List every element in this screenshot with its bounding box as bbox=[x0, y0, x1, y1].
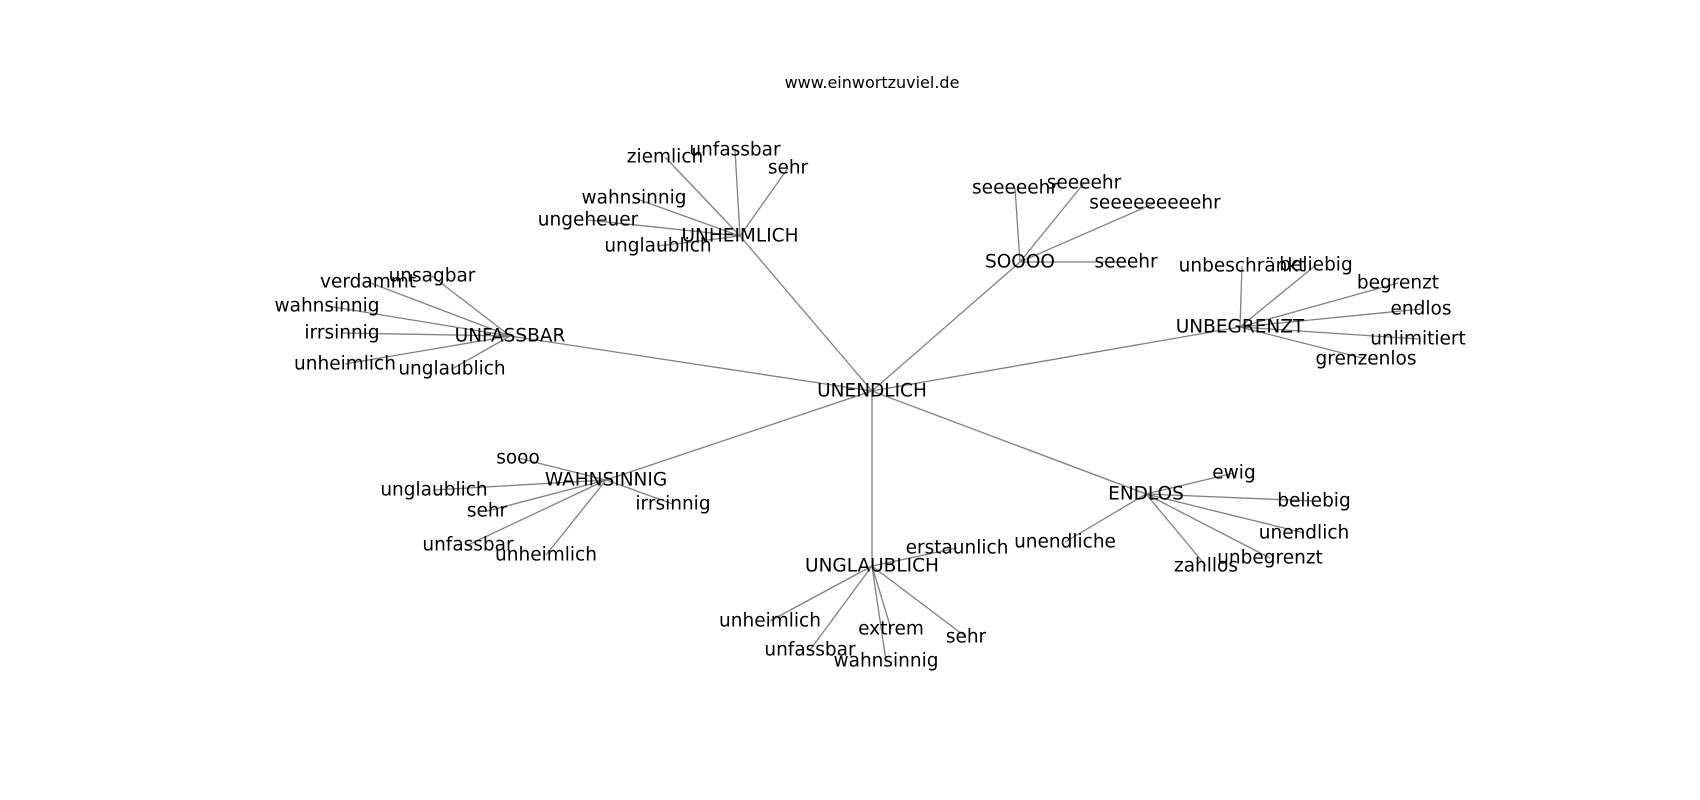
node-leaf-endlos-beliebig: beliebig bbox=[1277, 491, 1350, 512]
edge-center-soooo bbox=[871, 261, 1021, 392]
edge-soooo-seeeeeeeeehr bbox=[1019, 202, 1156, 263]
edge-wahnsinnig-sehr bbox=[486, 479, 607, 512]
edge-wahnsinnig-irrsinnig bbox=[605, 479, 674, 505]
node-leaf-unglaublich-extrem: extrem bbox=[858, 619, 924, 640]
edge-unfassbar-unglaublich bbox=[451, 335, 511, 370]
node-center-unendlich: UNENDLICH bbox=[817, 381, 927, 402]
edge-unfassbar-irrsinnig bbox=[341, 332, 511, 337]
edge-unheimlich-wahnsinnig bbox=[633, 197, 741, 237]
node-leaf-unbegrenzt-grenzenlos: grenzenlos bbox=[1316, 349, 1417, 370]
node-leaf-unfassbar-unglaublich: unglaublich bbox=[398, 359, 505, 380]
edge-unfassbar-verdammt bbox=[367, 281, 511, 337]
edge-unheimlich-unfassbar bbox=[734, 149, 741, 237]
node-leaf-unheimlich-ungeheuer: ungeheuer bbox=[538, 210, 639, 231]
watermark-text: www.einwortzuviel.de bbox=[785, 73, 960, 92]
node-leaf-unglaublich-erstaunlich: erstaunlich bbox=[906, 538, 1009, 559]
edge-unbegrenzt-begrenzt bbox=[1239, 282, 1399, 328]
edge-unfassbar-wahnsinnig bbox=[326, 305, 511, 337]
edge-endlos-ewig bbox=[1145, 472, 1235, 495]
edge-unheimlich-sehr bbox=[739, 167, 789, 237]
node-leaf-unbegrenzt-beliebig: beliebig bbox=[1279, 255, 1352, 276]
node-leaf-unfassbar-wahnsinnig: wahnsinnig bbox=[274, 296, 379, 317]
node-hub-unglaublich: UNGLAUBLICH bbox=[805, 556, 939, 577]
node-leaf-unglaublich-unheimlich: unheimlich bbox=[719, 611, 821, 632]
node-leaf-unglaublich-unfassbar: unfassbar bbox=[764, 640, 856, 661]
edge-center-unfassbar bbox=[509, 335, 873, 392]
node-leaf-endlos-zahllos: zahllos bbox=[1174, 556, 1238, 577]
node-leaf-unfassbar-unheimlich: unheimlich bbox=[294, 354, 396, 375]
node-leaf-unglaublich-sehr: sehr bbox=[946, 627, 987, 648]
node-leaf-endlos-unendliche: unendliche bbox=[1014, 532, 1116, 553]
node-leaf-unheimlich-ziemlich: ziemlich bbox=[627, 147, 703, 168]
node-hub-soooo: SOOOO bbox=[985, 252, 1055, 273]
node-leaf-endlos-unendlich: unendlich bbox=[1259, 523, 1349, 544]
edge-unbegrenzt-endlos bbox=[1239, 308, 1422, 328]
node-leaf-endlos-ewig: ewig bbox=[1212, 463, 1255, 484]
edge-center-unheimlich bbox=[739, 235, 873, 392]
node-leaf-unglaublich-wahnsinnig: wahnsinnig bbox=[833, 651, 938, 672]
edges-layer bbox=[326, 149, 1422, 662]
edge-unglaublich-wahnsinnig bbox=[871, 565, 887, 662]
edge-wahnsinnig-unglaublich bbox=[433, 479, 607, 491]
node-leaf-unfassbar-irrsinnig: irrsinnig bbox=[304, 323, 379, 344]
node-leaf-soooo-seeeeehr: seeeeehr bbox=[972, 178, 1058, 199]
edge-soooo-seeeeehr bbox=[1014, 187, 1021, 263]
edge-endlos-unendlich bbox=[1145, 493, 1305, 534]
edge-unglaublich-sehr bbox=[871, 565, 967, 638]
node-hub-endlos: ENDLOS bbox=[1108, 484, 1184, 505]
node-leaf-wahnsinnig-unfassbar: unfassbar bbox=[422, 535, 514, 556]
node-leaf-soooo-seeeehr: seeeehr bbox=[1047, 173, 1122, 194]
node-leaf-soooo-seeeeeeeeehr: seeeeeeeeehr bbox=[1089, 193, 1221, 214]
edge-endlos-unendliche bbox=[1064, 493, 1147, 543]
edge-unbegrenzt-beliebig bbox=[1239, 264, 1317, 328]
edge-unglaublich-erstaunlich bbox=[871, 547, 958, 567]
node-leaf-wahnsinnig-sehr: sehr bbox=[467, 501, 508, 522]
edge-soooo-seeeehr bbox=[1019, 182, 1085, 263]
node-leaf-unheimlich-wahnsinnig: wahnsinnig bbox=[581, 188, 686, 209]
edge-endlos-zahllos bbox=[1145, 493, 1207, 567]
labels-layer: www.einwortzuviel.de UNENDLICH UNHEIMLICH… bbox=[274, 73, 1465, 672]
edge-endlos-beliebig bbox=[1145, 493, 1315, 502]
edge-center-wahnsinnig bbox=[605, 390, 873, 481]
edge-unglaublich-extrem bbox=[871, 565, 892, 630]
node-leaf-unheimlich-unfassbar: unfassbar bbox=[689, 140, 781, 161]
edge-endlos-unbegrenzt bbox=[1145, 493, 1271, 559]
node-leaf-unfassbar-verdammt: verdammt bbox=[320, 272, 416, 293]
edge-unheimlich-ziemlich bbox=[664, 156, 741, 237]
edge-unheimlich-ungeheuer bbox=[587, 219, 741, 237]
node-hub-wahnsinnig: WAHNSINNIG bbox=[545, 470, 667, 491]
node-hub-unheimlich: UNHEIMLICH bbox=[682, 226, 799, 247]
node-leaf-unheimlich-sehr: sehr bbox=[768, 158, 809, 179]
node-leaf-wahnsinnig-irrsinnig: irrsinnig bbox=[635, 494, 710, 515]
edge-unbegrenzt-unbeschraenkt bbox=[1239, 265, 1243, 328]
edge-center-unbegrenzt bbox=[871, 326, 1241, 392]
edge-unfassbar-unheimlich bbox=[344, 335, 511, 365]
node-hub-unbegrenzt: UNBEGRENZT bbox=[1176, 317, 1305, 338]
node-leaf-unfassbar-unsagbar: unsagbar bbox=[389, 266, 476, 287]
edge-unbegrenzt-unlimitiert bbox=[1239, 326, 1419, 340]
node-leaf-wahnsinnig-unglaublich: unglaublich bbox=[380, 480, 487, 501]
edge-unfassbar-unsagbar bbox=[431, 275, 511, 337]
node-leaf-wahnsinnig-sooo: sooo bbox=[496, 448, 540, 469]
node-leaf-wahnsinnig-unheimlich: unheimlich bbox=[495, 545, 597, 566]
node-hub-unfassbar: UNFASSBAR bbox=[455, 326, 566, 347]
edge-unheimlich-unglaublich bbox=[657, 235, 741, 247]
edge-wahnsinnig-sooo bbox=[517, 457, 607, 481]
node-leaf-unheimlich-unglaublich: unglaublich bbox=[604, 236, 711, 257]
edge-unbegrenzt-grenzenlos bbox=[1239, 326, 1367, 360]
node-leaf-soooo-seeehr: seeehr bbox=[1094, 252, 1158, 273]
node-leaf-unbegrenzt-endlos: endlos bbox=[1391, 299, 1452, 320]
node-leaf-unbegrenzt-unlimitiert: unlimitiert bbox=[1370, 329, 1466, 350]
edge-wahnsinnig-unheimlich bbox=[545, 479, 607, 556]
node-leaf-unbegrenzt-unbeschraenkt: unbeschränkt bbox=[1179, 256, 1306, 277]
node-leaf-unbegrenzt-begrenzt: begrenzt bbox=[1357, 273, 1439, 294]
edge-unglaublich-unheimlich bbox=[769, 565, 873, 622]
edge-wahnsinnig-unfassbar bbox=[467, 479, 607, 546]
edge-center-endlos bbox=[871, 390, 1147, 495]
edge-unglaublich-unfassbar bbox=[809, 565, 873, 651]
node-leaf-endlos-unbegrenzt: unbegrenzt bbox=[1217, 548, 1323, 569]
